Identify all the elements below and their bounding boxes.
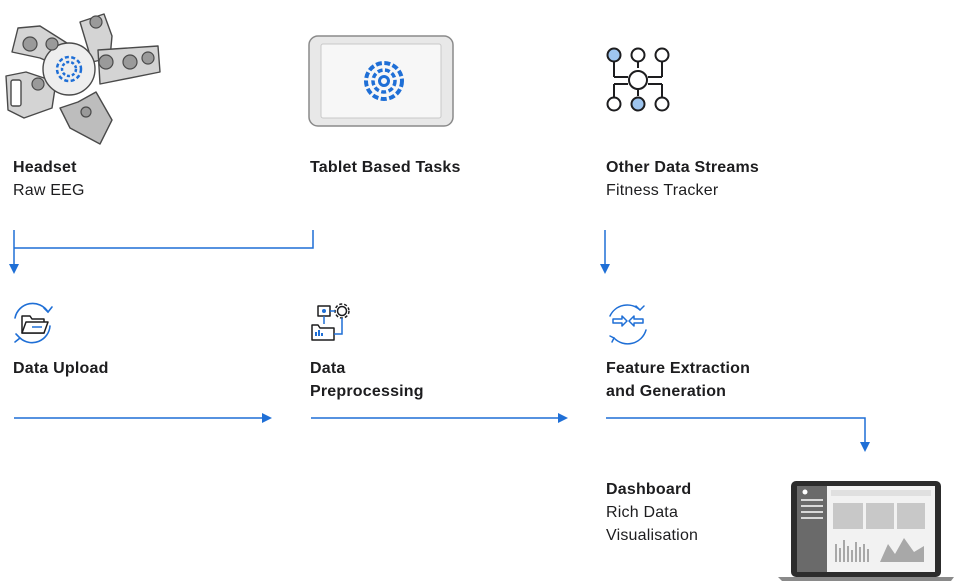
headset-title: Headset [13, 159, 77, 176]
upload-label: Data Upload [13, 357, 109, 380]
other-title: Other Data Streams [606, 159, 759, 176]
feature-title-line1: Feature Extraction [606, 360, 751, 377]
tablet-label: Tablet Based Tasks [310, 156, 461, 179]
other-label: Other Data Streams Fitness Tracker [606, 156, 759, 202]
dashboard-subtitle-line1: Rich Data [606, 504, 679, 521]
feature-title-line2: and Generation [606, 383, 727, 400]
dashboard-title: Dashboard [606, 481, 692, 498]
tablet-title: Tablet Based Tasks [310, 159, 461, 176]
preprocessing-title-line2: Preprocessing [310, 383, 424, 400]
dashboard-label: Dashboard Rich Data Visualisation [606, 478, 698, 547]
arrow-headset-tablet-to-upload [9, 230, 314, 274]
feature-label: Feature Extraction and Generation [606, 357, 750, 403]
arrow-feature-to-dashboard [606, 417, 870, 452]
other-subtitle: Fitness Tracker [606, 182, 719, 199]
headset-subtitle: Raw EEG [13, 182, 85, 199]
preprocessing-title-line1: Data [310, 360, 346, 377]
dashboard-subtitle-line2: Visualisation [606, 527, 699, 544]
headset-label: Headset Raw EEG [13, 156, 85, 202]
upload-title: Data Upload [13, 360, 109, 377]
preprocessing-label: Data Preprocessing [310, 357, 424, 403]
